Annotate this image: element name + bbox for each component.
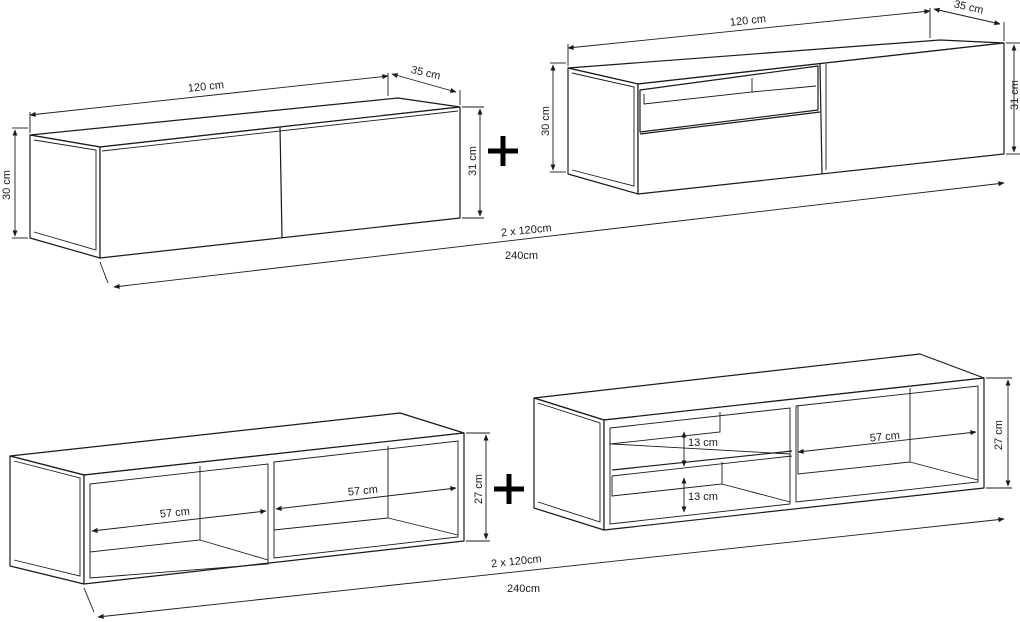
bottom-combined-label: 2 x 120cm <box>490 553 542 570</box>
top-right-cabinet <box>567 39 1005 195</box>
bottom-right-inner-label: 57 cm <box>869 430 900 445</box>
bottom-right-shelf-bottom-label: 13 cm <box>688 491 718 503</box>
bottom-right-height-label: 27 cm <box>993 420 1005 450</box>
top-left-height-front-label: 31 cm <box>467 146 479 176</box>
bottom-left-inner-left-label: 57 cm <box>159 506 190 521</box>
top-left-cabinet <box>29 97 461 259</box>
bottom-total-dimensions: 2 x 120cm 240cm <box>83 517 1005 619</box>
top-right-height-back-label: 30 cm <box>540 106 552 136</box>
bottom-total-label: 240cm <box>507 583 540 595</box>
top-total-label: 240cm <box>505 250 538 262</box>
top-right-width-label: 120 cm <box>729 13 766 29</box>
top-right-height-front-label: 31 cm <box>1009 80 1020 110</box>
top-left-width-label: 120 cm <box>187 79 224 95</box>
bottom-left-cabinet <box>9 412 465 585</box>
top-left-height-back-label: 30 cm <box>1 170 13 200</box>
top-total-dimensions: 2 x 120cm 240cm <box>99 181 1005 289</box>
bottom-right-shelf-top-label: 13 cm <box>688 437 718 449</box>
top-combined-label: 2 x 120cm <box>500 222 552 239</box>
bottom-right-dimensions: 13 cm 13 cm 57 cm 27 cm <box>681 377 1012 513</box>
bottom-right-cabinet <box>533 353 985 531</box>
bottom-left-height-label: 27 cm <box>473 474 485 504</box>
top-left-dimensions: 120 cm 35 cm 30 cm 31 cm <box>1 64 484 239</box>
bottom-plus-sign <box>494 474 524 504</box>
top-left-depth-label: 35 cm <box>410 64 442 82</box>
bottom-left-inner-right-label: 57 cm <box>347 484 378 499</box>
top-plus-sign <box>488 136 518 166</box>
